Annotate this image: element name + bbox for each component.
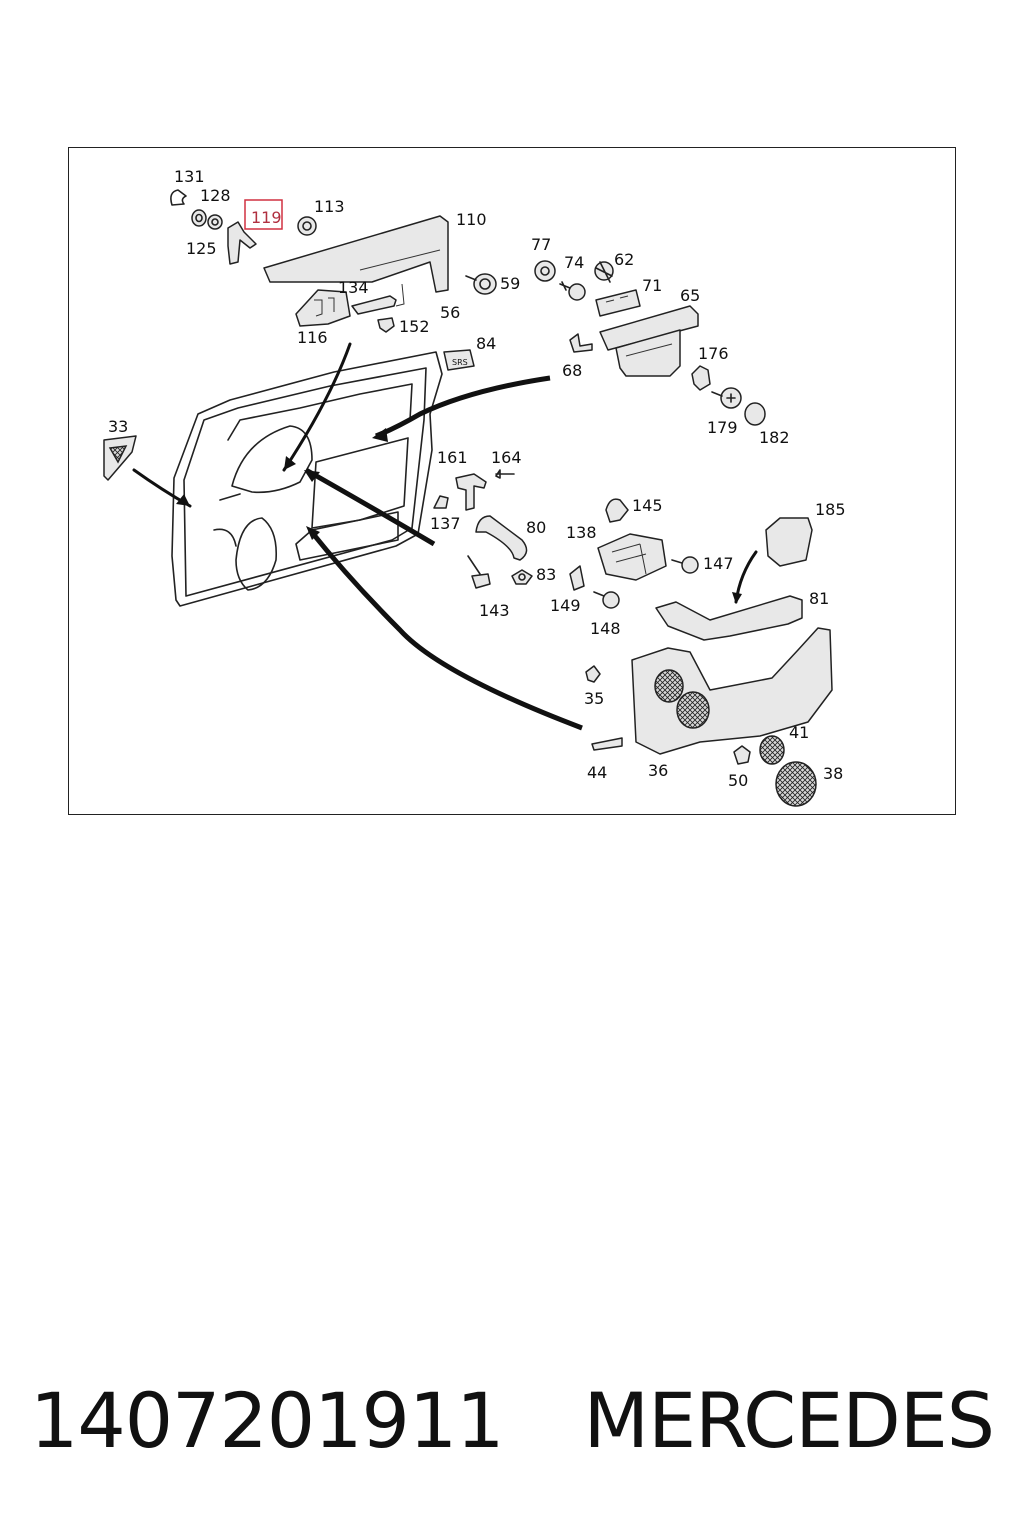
part-164-pin: [495, 469, 515, 479]
part-128-washer: [191, 209, 207, 227]
part-113-nut: [297, 216, 317, 236]
part-84-srs-badge: SRS: [443, 349, 475, 371]
part-161-bracket: [455, 473, 487, 511]
part-137-clip: [433, 495, 449, 509]
callout-83: 83: [536, 565, 556, 584]
part-119-bracket: [227, 221, 257, 265]
part-147-screw: [671, 556, 699, 574]
part-131-clip: [170, 189, 187, 206]
callout-50: 50: [728, 771, 748, 790]
callout-119: 119: [251, 208, 282, 227]
part-152-plug: [377, 317, 395, 333]
part-148-screw: [593, 591, 620, 609]
callout-128: 128: [200, 186, 231, 205]
part-138-bracket: [597, 533, 667, 581]
callout-176: 176: [698, 344, 729, 363]
callout-56: 56: [440, 303, 460, 322]
part-110-trim-strip: [263, 215, 449, 293]
assembly-arrows: [132, 342, 758, 731]
part-74-screw: [559, 281, 586, 301]
callout-41: 41: [789, 723, 809, 742]
part-caption: 1407201911 MERCEDES: [0, 1370, 1024, 1470]
part-41-grille: [759, 735, 785, 765]
brand-name: MERCEDES: [583, 1375, 995, 1465]
callout-145: 145: [632, 496, 663, 515]
callout-149: 149: [550, 596, 581, 615]
callout-148: 148: [590, 619, 621, 638]
part-125-nut: [207, 214, 223, 230]
part-50-nut: [733, 745, 751, 765]
part-80-grab-handle: [475, 515, 528, 561]
part-44-strip: [591, 737, 623, 751]
callout-38: 38: [823, 764, 843, 783]
callout-68: 68: [562, 361, 582, 380]
callout-74: 74: [564, 253, 584, 272]
callout-77: 77: [531, 235, 551, 254]
part-83-nut: [511, 569, 533, 585]
part-71-plate: [595, 289, 641, 317]
callout-62: 62: [614, 250, 634, 269]
part-35-nut: [585, 665, 601, 683]
part-77-nut: [534, 260, 556, 282]
part-81-armrest: [655, 595, 803, 641]
part-59-screw: [465, 273, 497, 295]
callout-152: 152: [399, 317, 430, 336]
part-36-lower-panel: [631, 627, 833, 755]
callout-81: 81: [809, 589, 829, 608]
callout-137: 137: [430, 514, 461, 533]
callout-134: 134: [338, 278, 369, 297]
part-145-clip: [605, 498, 629, 523]
part-38-grille: [775, 761, 817, 807]
callout-116: 116: [297, 328, 328, 347]
door-panel-assembly: [171, 351, 443, 607]
part-149-clip: [569, 565, 585, 591]
callout-33: 33: [108, 417, 128, 436]
callout-161: 161: [437, 448, 468, 467]
part-143-screw: [467, 555, 491, 589]
callout-80: 80: [526, 518, 546, 537]
highlight-box-119: [244, 199, 283, 230]
callout-35: 35: [584, 689, 604, 708]
callout-71: 71: [642, 276, 662, 295]
callout-59: 59: [500, 274, 520, 293]
callout-113: 113: [314, 197, 345, 216]
part-176-nut: [691, 365, 711, 391]
part-62-screw: [594, 261, 614, 283]
callout-182: 182: [759, 428, 790, 447]
callout-164: 164: [491, 448, 522, 467]
callout-185: 185: [815, 500, 846, 519]
callout-125: 125: [186, 239, 217, 258]
callout-131: 131: [174, 167, 205, 186]
callout-179: 179: [707, 418, 738, 437]
part-185-cover: [765, 517, 813, 567]
part-134-clip: [351, 295, 397, 315]
callout-147: 147: [703, 554, 734, 573]
part-179-screw: [711, 387, 742, 409]
diagram-frame: [68, 147, 956, 815]
part-68-clip: [569, 333, 593, 353]
callout-110: 110: [456, 210, 487, 229]
part-number: 1407201911: [29, 1375, 505, 1465]
callout-65: 65: [680, 286, 700, 305]
callout-138: 138: [566, 523, 597, 542]
callout-143: 143: [479, 601, 510, 620]
callout-36: 36: [648, 761, 668, 780]
part-116-switch-panel: [295, 289, 351, 327]
callout-84: 84: [476, 334, 496, 353]
part-65-handle-housing: [599, 305, 699, 377]
callout-44: 44: [587, 763, 607, 782]
part-182-cap: [744, 402, 766, 426]
srs-text: SRS: [452, 358, 468, 367]
